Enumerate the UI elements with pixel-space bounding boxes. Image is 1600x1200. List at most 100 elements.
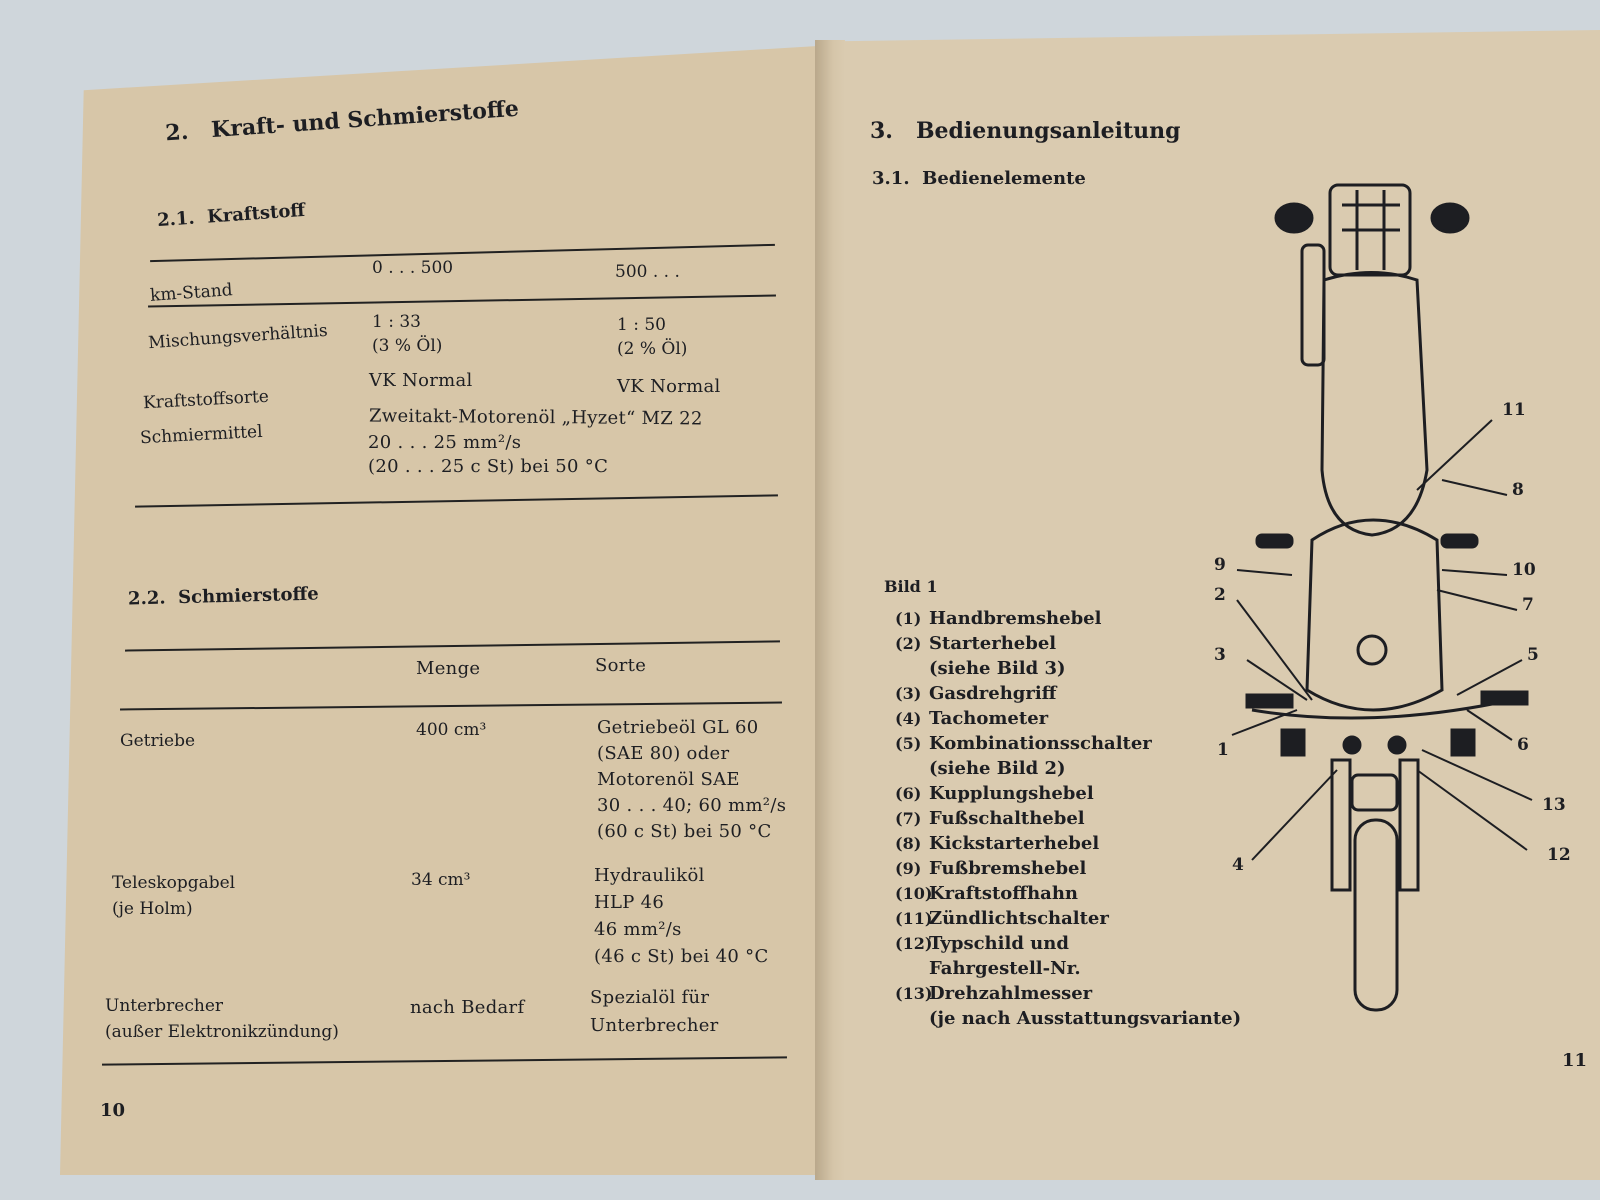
legend-text: Kraftstoffhahn bbox=[929, 883, 1079, 904]
legend-number: (5) bbox=[895, 734, 922, 753]
callout-number: 11 bbox=[1502, 400, 1526, 420]
lube-type-line: 46 mm²/s bbox=[594, 919, 682, 940]
legend-text: Starterhebel bbox=[929, 633, 1057, 654]
fuel-num: 2.1. bbox=[156, 207, 196, 232]
callout-number: 6 bbox=[1517, 735, 1529, 755]
legend-number: (7) bbox=[895, 809, 922, 828]
legend-item: (5) Kombinationsschalter bbox=[895, 733, 1241, 758]
fuel-cell: (20 . . . 25 c St) bei 50 °C bbox=[368, 456, 609, 477]
lubricants-title: Schmierstoffe bbox=[177, 583, 319, 609]
legend-text: Fußschalthebel bbox=[929, 808, 1085, 829]
callout-number: 8 bbox=[1512, 480, 1524, 500]
handlebar bbox=[1245, 690, 1529, 720]
seat bbox=[1320, 271, 1429, 537]
fuel-cell: 20 . . . 25 mm²/s bbox=[368, 432, 522, 453]
lube-type-line: Motorenöl SAE bbox=[597, 769, 740, 790]
legend-item: (11)Zündlichtschalter bbox=[895, 908, 1241, 933]
legend-number: (10) bbox=[895, 884, 933, 903]
lube-label: Teleskopgabel bbox=[112, 873, 236, 893]
legend-item: (13)Drehzahlmesser bbox=[895, 983, 1241, 1008]
front-wheel bbox=[1353, 818, 1399, 1012]
rear-rack bbox=[1328, 183, 1412, 277]
tachometer bbox=[1387, 735, 1407, 755]
legend-number: (12) bbox=[895, 934, 933, 953]
legend-item: (siehe Bild 2) bbox=[895, 758, 1241, 783]
rear-indicators bbox=[1274, 202, 1470, 234]
legend-item: (8)Kickstarterhebel bbox=[895, 833, 1241, 858]
tank-cap bbox=[1356, 634, 1388, 666]
legend-item: (siehe Bild 3) bbox=[895, 658, 1241, 683]
left-page bbox=[60, 45, 850, 1175]
legend-text: Fahrgestell-Nr. bbox=[929, 958, 1081, 979]
fork-left bbox=[1330, 758, 1352, 892]
lube-type-line: Unterbrecher bbox=[590, 1015, 719, 1036]
fork-right bbox=[1398, 758, 1420, 892]
legend-item: (6) Kupplungshebel bbox=[895, 783, 1241, 808]
legend-text: (siehe Bild 3) bbox=[929, 658, 1066, 679]
legend-item: (7) Fußschalthebel bbox=[895, 808, 1241, 833]
lube-type-line: Hydrauliköl bbox=[594, 865, 705, 886]
lube-type-list: Hydrauliköl HLP 46 46 mm²/s (46 c St) be… bbox=[594, 862, 769, 970]
lube-amount: nach Bedarf bbox=[410, 997, 525, 1018]
legend-text: Zündlichtschalter bbox=[929, 908, 1109, 929]
lubricants-num: 2.2. bbox=[127, 587, 166, 610]
legend-text: Handbremshebel bbox=[929, 608, 1102, 629]
lube-type-line: Spezialöl für bbox=[590, 987, 710, 1008]
lube-type-line: (46 c St) bei 40 °C bbox=[594, 946, 769, 967]
legend-number: (13) bbox=[895, 984, 933, 1003]
legend-item: (10)Kraftstoffhahn bbox=[895, 883, 1241, 908]
legend-text: Kickstarterhebel bbox=[929, 833, 1100, 854]
front-indicators bbox=[1280, 728, 1476, 757]
legend-text: Kombinationsschalter bbox=[929, 733, 1152, 754]
page-number-left: 10 bbox=[100, 1100, 126, 1121]
callout-number: 4 bbox=[1232, 855, 1244, 875]
lube-label: (je Holm) bbox=[112, 899, 193, 919]
subsection-num: 3.1. bbox=[872, 168, 910, 189]
fuel-cell: (3 % Öl) bbox=[372, 336, 443, 356]
headlight bbox=[1350, 773, 1399, 812]
callout-number: 9 bbox=[1214, 555, 1226, 575]
legend-item: Fahrgestell-Nr. bbox=[895, 958, 1241, 983]
lube-label: Getriebe bbox=[120, 731, 196, 751]
callout-number: 2 bbox=[1214, 585, 1226, 605]
legend-item: (12)Typschild und bbox=[895, 933, 1241, 958]
column-header-sorte: Sorte bbox=[595, 655, 647, 676]
right-page bbox=[820, 30, 1600, 1180]
fuel-cell: VK Normal bbox=[369, 370, 473, 391]
callout-number: 7 bbox=[1522, 595, 1534, 615]
legend-text: Typschild und bbox=[929, 933, 1069, 954]
lube-amount: 400 cm³ bbox=[416, 720, 487, 740]
legend-number: (11) bbox=[895, 909, 933, 928]
legend-text: Fußbremshebel bbox=[929, 858, 1087, 879]
lube-type-line: HLP 46 bbox=[594, 892, 665, 913]
book-spine bbox=[815, 40, 845, 1180]
exhaust bbox=[1300, 243, 1326, 367]
legend-item: (2) Starterhebel bbox=[895, 633, 1241, 658]
footpeg bbox=[1440, 533, 1479, 549]
callout-number: 12 bbox=[1547, 845, 1571, 865]
callout-number: 5 bbox=[1527, 645, 1539, 665]
legend-number: (3) bbox=[895, 684, 922, 703]
lube-label: Unterbrecher bbox=[105, 996, 224, 1016]
legend-text: (je nach Ausstattungsvariante) bbox=[929, 1008, 1242, 1029]
legend-item: (4) Tachometer bbox=[895, 708, 1241, 733]
legend-text: Gasdrehgriff bbox=[929, 683, 1057, 704]
column-header-menge: Menge bbox=[416, 658, 481, 679]
lube-type-line: 30 . . . 40; 60 mm²/s bbox=[597, 795, 787, 816]
legend-number: (4) bbox=[895, 709, 922, 728]
legend-text: Kupplungshebel bbox=[929, 783, 1094, 804]
legend-text: Tachometer bbox=[929, 708, 1049, 729]
legend-number: (2) bbox=[895, 634, 922, 653]
fuel-cell: VK Normal bbox=[617, 376, 721, 397]
lube-type-line: (SAE 80) oder bbox=[597, 743, 730, 764]
figure-label: Bild 1 bbox=[884, 577, 938, 596]
lube-label: (außer Elektronikzündung) bbox=[105, 1022, 339, 1042]
fuel-cell: 0 . . . 500 bbox=[372, 258, 454, 278]
callout-number: 13 bbox=[1542, 795, 1566, 815]
footpeg bbox=[1255, 533, 1294, 549]
fuel-cell: (2 % Öl) bbox=[617, 339, 688, 359]
legend-number: (6) bbox=[895, 784, 922, 803]
page-number-right: 11 bbox=[1562, 1050, 1588, 1071]
legend-item: (3) Gasdrehgriff bbox=[895, 683, 1241, 708]
